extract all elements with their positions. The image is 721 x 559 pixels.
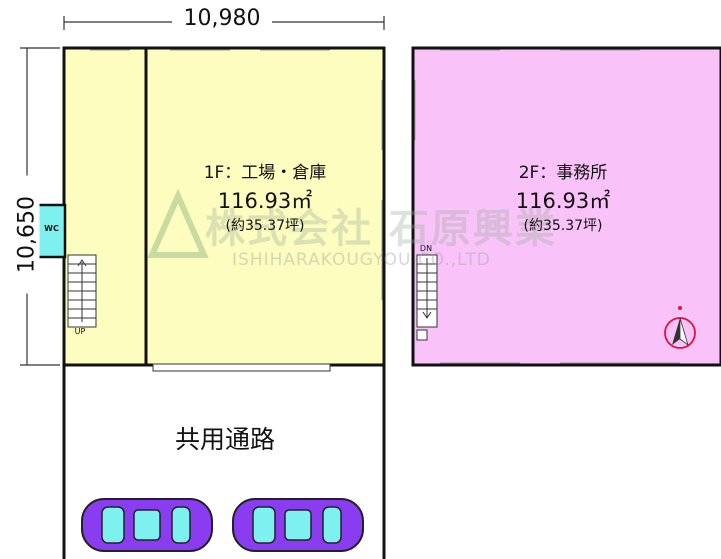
floor2-plan bbox=[411, 46, 721, 367]
floor2-area-m2: 116.93㎡ bbox=[515, 189, 611, 213]
floor1-plan bbox=[36, 46, 386, 372]
floor1-area-tsubo: (約35.37坪) bbox=[225, 218, 305, 234]
floor2-stairs bbox=[416, 254, 438, 341]
width-dimension-line bbox=[63, 16, 385, 30]
watermark-logo-icon bbox=[147, 188, 209, 258]
floor1-title: 1F：工場・倉庫 bbox=[203, 163, 327, 183]
north-arrow-icon bbox=[664, 306, 696, 349]
shared-passage bbox=[62, 365, 386, 559]
watermark-sub: ISHIHARAKOUGYOU CO.,LTD bbox=[232, 250, 491, 270]
floor1-area-m2: 116.93㎡ bbox=[217, 189, 313, 213]
floor1-stair-label: UP bbox=[74, 327, 86, 336]
shared-passage-label: 共用通路 bbox=[174, 425, 275, 454]
car-icon bbox=[81, 498, 213, 552]
width-dimension-label: 10,980 bbox=[172, 6, 272, 31]
watermark-main: 株式会社 石原興業 bbox=[205, 206, 557, 252]
floor2-title: 2F：事務所 bbox=[518, 163, 608, 183]
wc-label: WC bbox=[44, 224, 59, 233]
height-dimension-label: 10,650 bbox=[14, 175, 40, 294]
floor2-area-tsubo: (約35.37坪) bbox=[523, 218, 603, 234]
car-icon bbox=[232, 498, 364, 552]
height-dimension-line bbox=[20, 47, 60, 366]
floor1-stairs bbox=[67, 254, 97, 328]
floor2-area bbox=[411, 46, 721, 367]
front-shutter bbox=[152, 363, 331, 372]
floor2-stair-label: DN bbox=[419, 244, 433, 253]
